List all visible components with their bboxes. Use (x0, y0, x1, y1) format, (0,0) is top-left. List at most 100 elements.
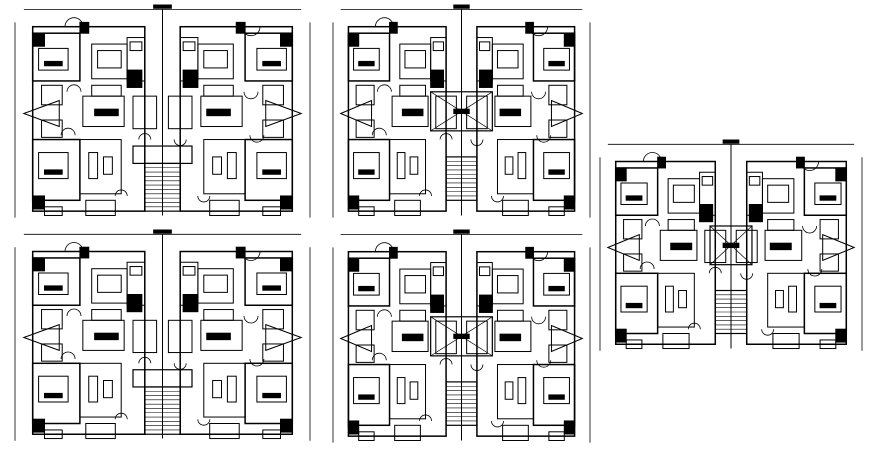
bedroom (347, 257, 391, 307)
toilet (355, 344, 375, 363)
balcony (358, 206, 375, 216)
sofa (517, 152, 527, 180)
sofa (517, 377, 527, 405)
bedroom (614, 167, 659, 216)
toilet (548, 344, 568, 363)
bedroom (197, 43, 234, 80)
balcony (548, 431, 565, 441)
bed (543, 152, 570, 180)
toilet (548, 309, 568, 331)
sofa (788, 285, 798, 313)
wall-column (347, 420, 360, 435)
door-swing (243, 91, 259, 100)
door-swing (645, 218, 660, 227)
door-swing (138, 133, 152, 140)
bed (256, 47, 287, 71)
toilet (41, 84, 63, 106)
bed-pillow (358, 394, 375, 400)
bed (496, 275, 519, 294)
wall-column (182, 294, 199, 313)
bed-pillow (358, 285, 375, 292)
balcony (662, 333, 690, 350)
bed (38, 272, 69, 295)
bed (97, 50, 122, 69)
bed (620, 285, 648, 313)
unit-outline (745, 160, 848, 345)
unit-outline (476, 25, 576, 212)
door-swing (807, 268, 823, 277)
bed (496, 50, 519, 69)
wall-column (563, 32, 576, 47)
sofa (399, 309, 427, 322)
balcony (394, 199, 421, 216)
lift-shaft (709, 225, 753, 266)
sofa (226, 375, 237, 403)
bathtub (432, 41, 445, 52)
wall-column (835, 328, 847, 343)
door-swing (529, 251, 548, 262)
sofa (496, 309, 524, 322)
wall-column (280, 418, 293, 433)
door-swing (377, 309, 392, 317)
wall-column (32, 257, 46, 272)
bed (543, 47, 570, 71)
wall-column (79, 21, 90, 34)
bedroom (761, 178, 795, 214)
door-swing (470, 364, 484, 371)
toilet (819, 219, 839, 240)
dining-table (206, 108, 231, 117)
door-swing (375, 17, 394, 27)
bed-pillow (548, 285, 565, 292)
sofa (399, 84, 427, 97)
bed (767, 184, 790, 203)
bed (256, 375, 287, 403)
door-swing (439, 133, 453, 140)
bed-pillow (44, 285, 63, 291)
toilet (355, 309, 375, 331)
door-swing (249, 135, 265, 143)
bed-pillow (548, 60, 565, 67)
door-swing (639, 261, 655, 270)
wall-column (430, 69, 445, 88)
bed (543, 377, 570, 405)
sofa (226, 152, 237, 180)
balcony (502, 424, 529, 441)
balcony-triangle (606, 233, 640, 262)
bed-pillow (44, 60, 63, 67)
bed (404, 50, 427, 69)
toilet (623, 253, 643, 272)
bathtub (748, 176, 761, 186)
balcony-triangle (822, 233, 856, 262)
wall-column (280, 32, 293, 47)
wall-column (657, 156, 667, 169)
dining-table (94, 108, 119, 117)
dining-table (670, 242, 693, 251)
balcony-triangle (22, 323, 60, 352)
living-room (767, 272, 805, 328)
coffee-table (409, 381, 419, 400)
door-swing (371, 352, 387, 361)
door-swing (66, 308, 82, 317)
sofa (91, 84, 122, 97)
coffee-table (212, 380, 222, 399)
bedroom (532, 32, 576, 82)
door-swing (60, 351, 76, 360)
balcony (209, 199, 240, 216)
bed (38, 375, 69, 403)
bed (97, 274, 122, 293)
balcony-triangle (339, 324, 373, 353)
bathtub (182, 41, 196, 52)
door-swing (241, 26, 261, 37)
kitchen (167, 95, 193, 130)
floor-plan-plan-1 (14, 4, 311, 218)
sofa (767, 219, 795, 231)
door-swing (740, 273, 754, 280)
door-swing (138, 356, 152, 364)
bathtub (701, 176, 714, 186)
bedroom (491, 268, 524, 305)
door-swing (377, 84, 392, 92)
coffee-table (775, 290, 784, 309)
wall-column (126, 69, 143, 88)
door-swing (419, 414, 432, 422)
bathtub (478, 266, 491, 277)
